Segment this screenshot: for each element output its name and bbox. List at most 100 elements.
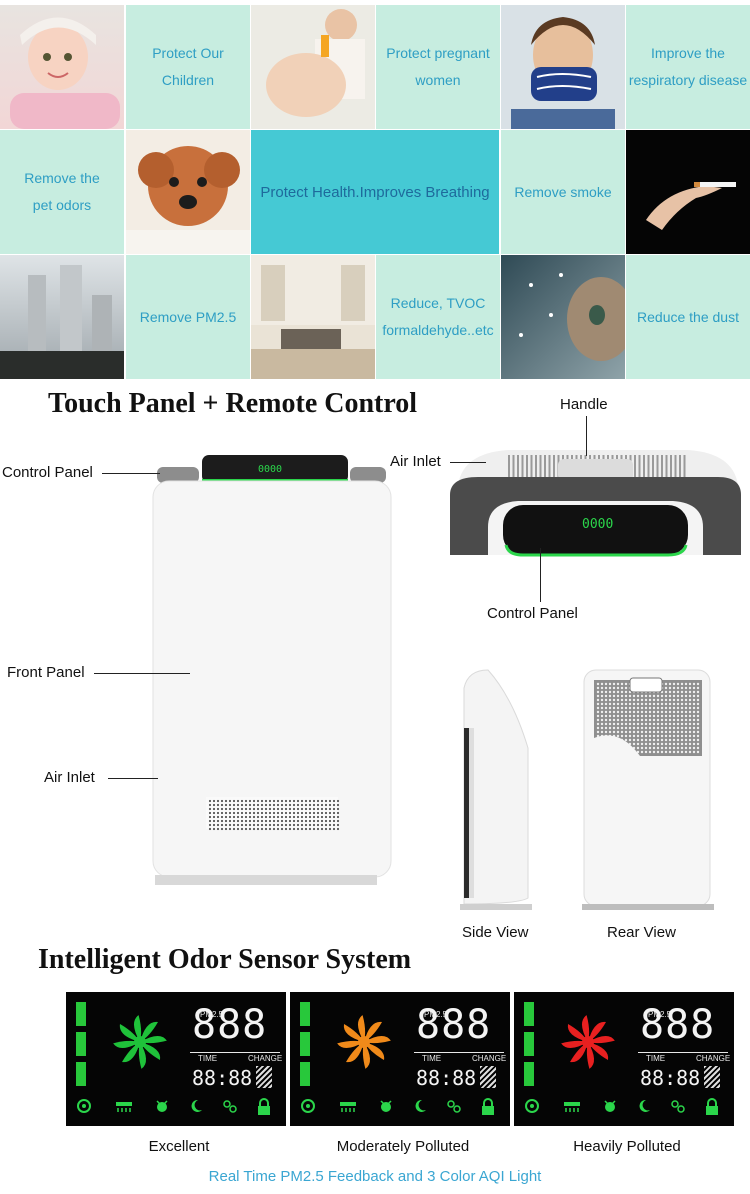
- divider: [638, 1052, 728, 1053]
- leader-line: [586, 416, 587, 456]
- cat-illustration: [519, 273, 625, 361]
- aqi-bar: [524, 1002, 534, 1026]
- purifier-side-illustration: [460, 669, 532, 910]
- divider: [190, 1052, 280, 1053]
- smog-city-illustration: [0, 265, 124, 379]
- tile-remove-pm25: Remove PM2.5: [126, 255, 250, 379]
- label-air-inlet-top: Air Inlet: [390, 453, 441, 470]
- tile-text-line: pet odors: [32, 197, 92, 213]
- tile-protect-pregnant: Protect pregnant women: [376, 5, 500, 129]
- purifier-front-illustration: 0000: [152, 455, 392, 885]
- moon-icon: [191, 1099, 202, 1112]
- tile-text-line: Children: [161, 72, 215, 88]
- pm-value: 888: [192, 1002, 268, 1048]
- status-icon-row: [290, 1098, 510, 1118]
- tile-text: Remove PM2.5: [139, 308, 237, 325]
- pm-label: PM2.5: [200, 1010, 224, 1019]
- label-air-inlet-left: Air Inlet: [44, 769, 95, 786]
- divider: [414, 1052, 504, 1053]
- tile-text-line: formaldehyde..etc: [382, 322, 494, 338]
- lock-icon: [482, 1098, 494, 1115]
- fan-mode-icon: [525, 1099, 539, 1113]
- filter-change-icon: [480, 1066, 496, 1088]
- time-value: 88:88: [416, 1066, 477, 1090]
- pm-label: PM2.5: [648, 1010, 672, 1019]
- label-rear-view: Rear View: [607, 924, 676, 941]
- purifier-front-view: 0000: [150, 455, 395, 895]
- moon-icon: [415, 1099, 426, 1112]
- living-room-illustration: [251, 255, 375, 379]
- purifier-rear-illustration: [582, 669, 714, 910]
- heater-icon: [564, 1102, 580, 1112]
- tile-text-line: Protect pregnant: [386, 45, 490, 61]
- ion-icon: [223, 1100, 237, 1113]
- leader-line: [450, 462, 486, 463]
- fan-icon: [337, 1015, 391, 1069]
- aqi-bar: [76, 1062, 86, 1086]
- tile-text-line: Reduce, TVOC: [390, 295, 486, 311]
- living-room-photo: [251, 255, 375, 379]
- tile-text-line: Improve the: [651, 45, 725, 61]
- purifier-top-view: 0000: [448, 445, 743, 565]
- mask-man-illustration: [511, 17, 615, 129]
- heater-icon: [116, 1102, 132, 1112]
- tile-protect-health: Protect Health.Improves Breathing: [251, 130, 499, 254]
- time-label: TIME: [198, 1054, 218, 1063]
- bug-icon: [380, 1100, 392, 1112]
- aqi-bar: [300, 1002, 310, 1026]
- label-control-panel-top: Control Panel: [487, 605, 578, 622]
- purifier-top-illustration: 0000: [450, 450, 741, 557]
- purifier-rear-view: [580, 668, 715, 912]
- leader-line: [108, 778, 158, 779]
- aqi-bar: [524, 1062, 534, 1086]
- change-label: CHANGE: [696, 1054, 731, 1063]
- caption-heavy: Heavily Polluted: [573, 1138, 681, 1155]
- heater-icon: [340, 1102, 356, 1112]
- time-label: TIME: [646, 1054, 666, 1063]
- time-label: TIME: [422, 1054, 442, 1063]
- pm-value: 888: [416, 1002, 492, 1048]
- aqi-bar: [300, 1032, 310, 1056]
- tile-text-line: women: [415, 72, 461, 88]
- footer-caption: Real Time PM2.5 Feedback and 3 Color AQI…: [208, 1168, 542, 1185]
- leader-line: [94, 673, 190, 674]
- svg-text:0000: 0000: [582, 517, 613, 532]
- fan-icon: [113, 1015, 167, 1069]
- ion-icon: [447, 1100, 461, 1113]
- section-title-odor-sensor: Intelligent Odor Sensor System: [38, 944, 412, 975]
- lock-icon: [706, 1098, 718, 1115]
- aqi-bar: [524, 1032, 534, 1056]
- tile-reduce-tvoc: Reduce, TVOC formaldehyde..etc: [376, 255, 500, 379]
- tile-remove-pet-odors: Remove the pet odors: [0, 130, 124, 254]
- aqi-bar: [76, 1002, 86, 1026]
- tile-text-line: Remove the: [24, 170, 100, 186]
- aqi-bar: [76, 1032, 86, 1056]
- cigarette-hand-illustration: [646, 182, 736, 230]
- pregnant-illustration: [266, 9, 365, 117]
- time-value: 88:88: [640, 1066, 701, 1090]
- label-side-view: Side View: [462, 924, 529, 941]
- caption-excellent: Excellent: [148, 1138, 210, 1155]
- cigarette-photo: [626, 130, 750, 254]
- section-title-touch-panel: Touch Panel + Remote Control: [48, 388, 418, 419]
- change-label: CHANGE: [472, 1054, 507, 1063]
- leader-line: [102, 473, 160, 474]
- mask-man-photo: [501, 5, 625, 129]
- fan-mode-icon: [301, 1099, 315, 1113]
- tile-reduce-dust: Reduce the dust: [626, 255, 750, 379]
- label-control-panel-left: Control Panel: [2, 464, 93, 481]
- filter-change-icon: [256, 1066, 272, 1088]
- lock-icon: [258, 1098, 270, 1115]
- dog-photo: [126, 130, 250, 254]
- pregnant-photo: [251, 5, 375, 129]
- svg-text:0000: 0000: [258, 464, 282, 475]
- time-value: 88:88: [192, 1066, 253, 1090]
- bug-icon: [156, 1100, 168, 1112]
- child-photo: [0, 5, 124, 129]
- dog-illustration: [126, 146, 250, 254]
